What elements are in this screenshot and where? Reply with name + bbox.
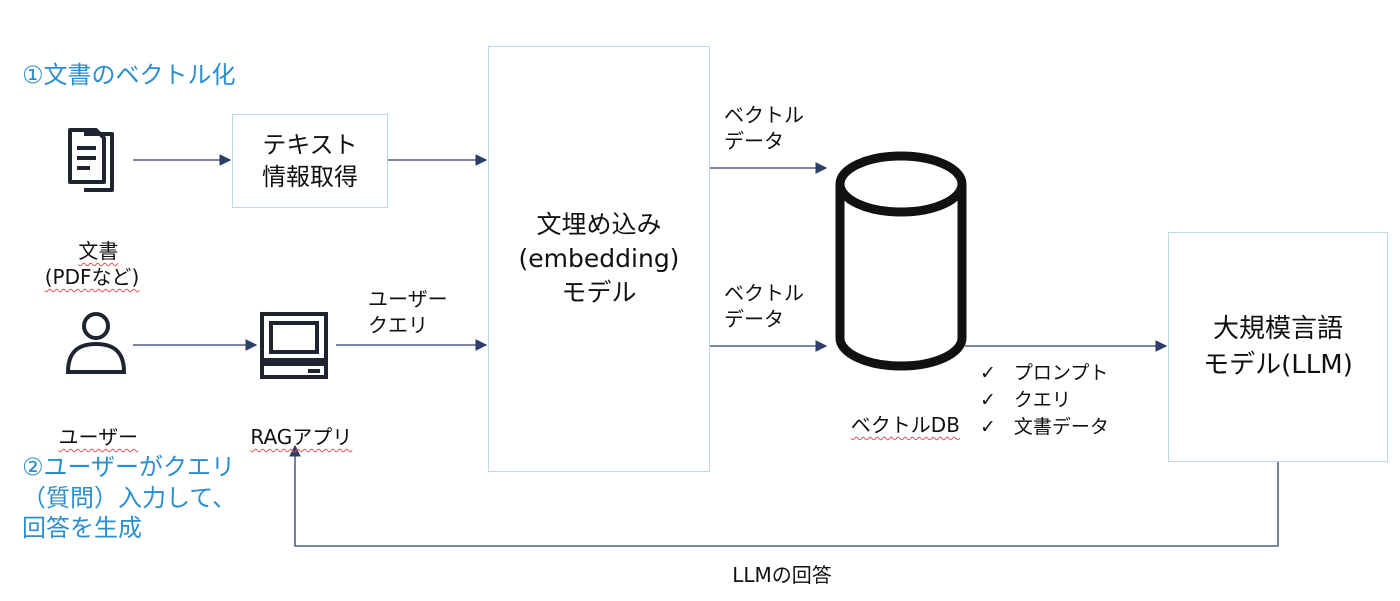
user-icon <box>65 312 127 374</box>
check-icon: ✓ <box>980 416 996 438</box>
llm-label: 大規模言語 モデル(LLM) <box>1203 313 1353 380</box>
llm-input-item: ✓文書データ <box>980 414 1109 441</box>
llm-input-item: ✓クエリ <box>980 387 1109 414</box>
document-label: 文書 (PDFなど) <box>44 239 140 289</box>
text-extraction-label: テキスト 情報取得 <box>262 130 358 191</box>
user-query-label: ユーザー クエリ <box>368 287 448 337</box>
embedding-model-label: 文埋め込み (embedding) モデル <box>518 210 680 307</box>
llm-input-list: ✓プロンプト ✓クエリ ✓文書データ <box>980 360 1109 441</box>
database-icon <box>835 151 967 371</box>
llm-input-item: ✓プロンプト <box>980 360 1109 387</box>
llm-answer-label: LLMの回答 <box>732 563 832 587</box>
computer-icon <box>260 312 328 379</box>
text-extraction-box: テキスト 情報取得 <box>232 114 388 208</box>
embedding-model-box: 文埋め込み (embedding) モデル <box>488 46 710 472</box>
rag-app-label: RAGアプリ <box>250 425 353 449</box>
vector-data-label-bottom: ベクトル データ <box>724 281 804 331</box>
section-heading-vectorization: ①文書のベクトル化 <box>22 61 236 89</box>
arrow-llm-answer-return <box>289 444 1279 547</box>
check-icon: ✓ <box>980 389 996 411</box>
llm-box: 大規模言語 モデル(LLM) <box>1168 232 1388 462</box>
user-label: ユーザー <box>58 425 139 449</box>
document-icon <box>68 128 114 192</box>
check-icon: ✓ <box>980 362 996 384</box>
section-heading-query-answer: ②ユーザーがクエリ （質問）入力して、 回答を生成 <box>22 453 237 543</box>
vector-data-label-top: ベクトル データ <box>724 103 804 153</box>
vector-db-label: ベクトルDB <box>850 413 960 437</box>
